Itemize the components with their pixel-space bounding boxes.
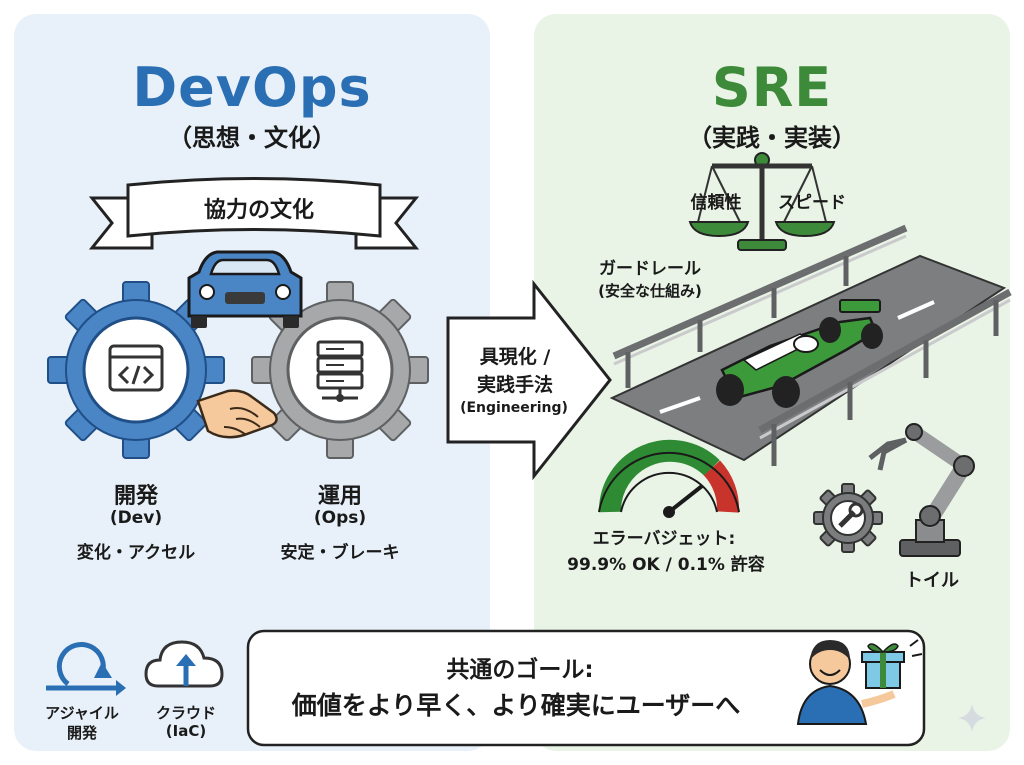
race-car-icon xyxy=(716,299,883,408)
dev-name: 開発 xyxy=(113,484,158,509)
handshake-icon xyxy=(196,389,278,439)
sparkle-icon xyxy=(958,704,986,732)
error-budget-label: エラーバジェット: xyxy=(592,529,736,549)
ops-short: (Ops) xyxy=(313,508,367,528)
banner-ribbon xyxy=(88,177,420,250)
dev-desc: 変化・アクセル xyxy=(76,543,196,563)
agile-label-line1: アジャイル xyxy=(45,704,119,722)
arrow-shape xyxy=(446,279,612,481)
code-window-icon xyxy=(108,344,164,392)
toil-label: トイル xyxy=(905,570,959,591)
goal-title: 共通のゴール: xyxy=(446,657,594,683)
gear-wrench-icon xyxy=(813,483,883,553)
server-icon xyxy=(316,340,364,402)
banner-label: 協力の文化 xyxy=(204,198,315,223)
error-budget-values: 99.9% OK / 0.1% 許容 xyxy=(567,555,765,575)
goal-statement: 価値をより早く、より確実にユーザーへ xyxy=(291,691,741,720)
robot-arm-icon xyxy=(868,423,975,557)
devops-title: DevOps xyxy=(132,56,372,119)
cloud-label-line1: クラウド xyxy=(155,704,216,722)
guardrail-label: ガードレール xyxy=(599,259,701,279)
guardrail-note: (安全な仕組み) xyxy=(598,282,702,300)
ops-desc: 安定・ブレーキ xyxy=(280,543,400,563)
sre-panel: SRE （実践・実装） xyxy=(534,14,1010,751)
agile-cycle-icon xyxy=(46,642,126,696)
sre-title: SRE xyxy=(711,56,833,119)
arrow-label-line3: (Engineering) xyxy=(460,400,568,416)
error-budget-gauge xyxy=(598,439,740,518)
car-icon xyxy=(187,250,303,328)
devops-subtitle: （思想・文化） xyxy=(168,124,336,152)
cloud-label-line2: (IaC) xyxy=(165,722,207,740)
arrow-label-line1: 具現化 / xyxy=(479,346,551,368)
goal-box-graphics xyxy=(246,629,926,747)
dev-short: (Dev) xyxy=(109,508,163,528)
scale-left-label: 信頼性 xyxy=(690,193,742,213)
agile-label-line2: 開発 xyxy=(66,724,97,742)
sre-subtitle: （実践・実装） xyxy=(688,124,856,152)
arrow-label-line2: 実践手法 xyxy=(476,374,553,396)
balance-scale-icon xyxy=(688,152,836,251)
scale-right-label: スピード xyxy=(778,193,846,213)
cloud-upload-icon xyxy=(144,640,224,688)
ops-name: 運用 xyxy=(317,484,362,509)
